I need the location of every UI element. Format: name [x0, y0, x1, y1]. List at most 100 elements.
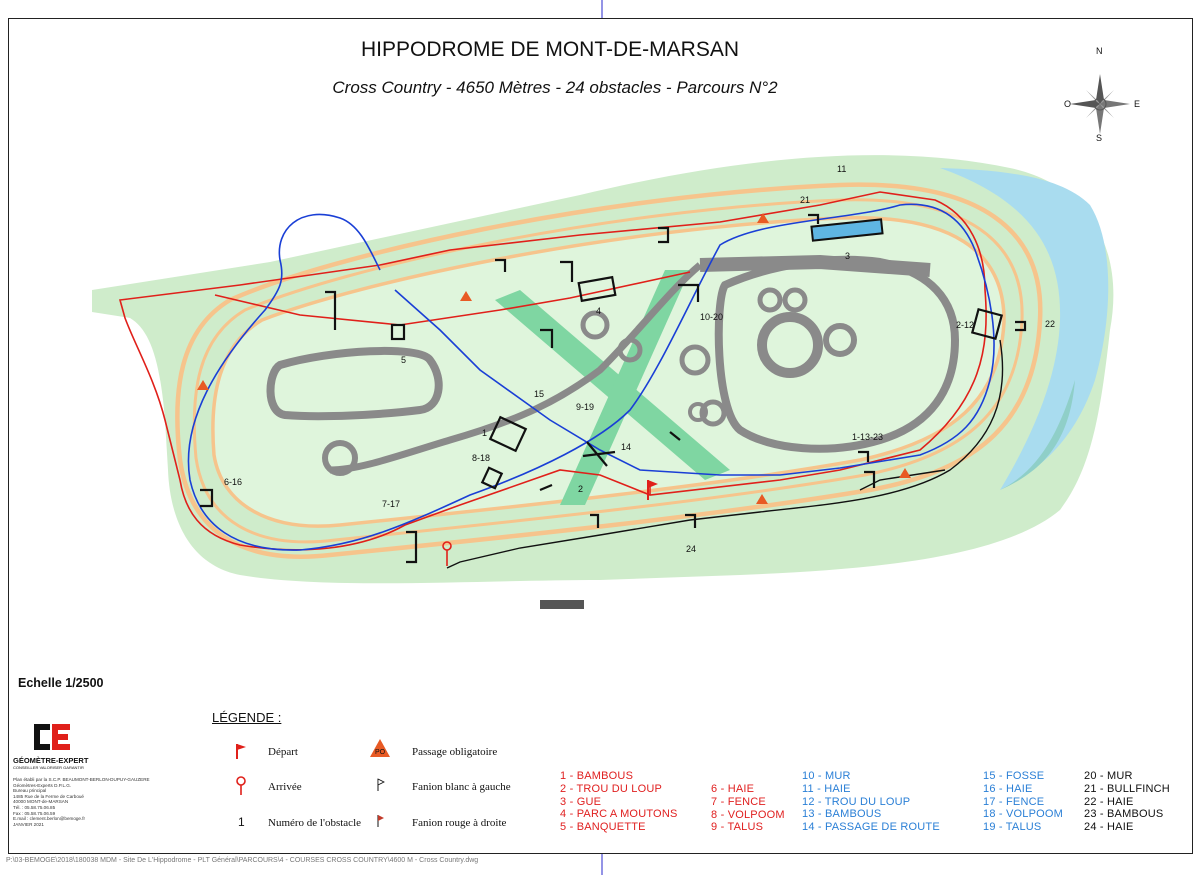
compass-west: O — [1064, 99, 1072, 109]
route-red-inner — [214, 271, 691, 326]
obstacle-item: 5 - BANQUETTE — [560, 821, 646, 834]
map-label-11: 11 — [837, 164, 846, 174]
legend-title: LÉGENDE : — [212, 710, 282, 725]
compass-rose — [1070, 74, 1130, 134]
obstacle-item: 10 - MUR — [802, 770, 851, 782]
depart-flag-icon — [236, 744, 246, 759]
obstacle-item: 9 - TALUS — [711, 821, 764, 834]
surveyor-credits: Plan établi par la S.C.P. BEAUMONT-BERLO… — [13, 777, 183, 827]
obstacle-item: 1 - BAMBOUS — [560, 770, 634, 782]
credit-line: 1485 Rue de la Ferme de Carboué — [13, 793, 84, 799]
map-label-10-20: 10-20 — [700, 312, 723, 322]
finish-marker-map — [442, 541, 452, 566]
obstacle-item: 22 - HAIE — [1084, 795, 1134, 808]
road-roundabout-5 — [679, 344, 711, 376]
credit-line: Tél. : 05.58.75.06.85 — [13, 804, 56, 810]
legend-depart: Départ — [268, 746, 298, 758]
obstacle-item: 20 - MUR — [1084, 770, 1133, 782]
map-label-22: 22 — [1045, 319, 1055, 329]
road-roundabout-2 — [823, 323, 857, 357]
passage-obligatoire-icon: PO — [370, 739, 390, 757]
credit-line: Bureau principal — [13, 788, 47, 794]
road-roundabout-8 — [580, 310, 610, 340]
red-pennant-icon — [377, 815, 384, 827]
compass-north: N — [1096, 46, 1103, 56]
obstacle-list-col2: 6 - HAIE 7 - FENCE 8 - VOLPOOM 9 - TALUS — [711, 783, 785, 834]
geometre-expert-logo — [34, 724, 70, 750]
credit-line: Fax : 05.58.75.06.59 — [13, 810, 56, 816]
map-label-1-13-23: 1-13-23 — [852, 432, 883, 442]
legend-fanion-blanc: Fanion blanc à gauche — [412, 781, 511, 793]
obstacle-list-col3: 10 - MUR 11 - HAIE 12 - TROU DU LOUP 13 … — [802, 770, 940, 834]
credit-line: JANVIER 2021 — [13, 821, 44, 827]
route-black-b — [859, 469, 946, 491]
route-black — [446, 339, 1004, 569]
road-parking — [699, 254, 931, 277]
plan-title: HIPPODROME DE MONT-DE-MARSAN — [360, 38, 740, 61]
obstacle-item: 14 - PASSAGE DE ROUTE — [802, 821, 940, 834]
map-label-24: 24 — [686, 544, 696, 554]
road-roundabout-9 — [688, 402, 708, 422]
obstacle-item: 4 - PARC A MOUTONS — [560, 808, 678, 821]
obstacle-item: 12 - TROU DU LOUP — [802, 795, 911, 808]
obstacle-item: 2 - TROU DU LOUP — [560, 782, 663, 795]
obstacle-item: 15 - FOSSE — [983, 770, 1045, 782]
obstacle-item: 8 - VOLPOOM — [711, 808, 785, 821]
map-label-9-19: 9-19 — [576, 402, 594, 412]
route-blue — [187, 203, 995, 551]
plan-subtitle: Cross Country - 4650 Mètres - 24 obstacl… — [332, 78, 778, 97]
road-roundabout-1 — [757, 312, 823, 378]
map-label-8-18: 8-18 — [472, 453, 490, 463]
map-label-6-16: 6-16 — [224, 477, 242, 487]
credit-line: Plan établi par la S.C.P. BEAUMONT-BERLO… — [13, 777, 150, 782]
white-pennant-icon — [377, 778, 385, 791]
legend-numero: Numéro de l'obstacle — [268, 817, 362, 829]
arrivee-marker-icon — [236, 776, 246, 795]
start-flag-map — [647, 480, 658, 500]
route-red — [118, 191, 987, 551]
obstacle-item: 23 - BAMBOUS — [1084, 808, 1164, 821]
obstacle-item: 21 - BULLFINCH — [1084, 782, 1170, 795]
obstacle-glyphs — [200, 213, 1027, 564]
map-label-5: 5 — [401, 355, 406, 365]
map-label-7-17: 7-17 — [382, 499, 400, 509]
obstacle-item: 11 - HAIE — [802, 782, 851, 795]
obstacle-item: 24 - HAIE — [1084, 821, 1134, 834]
credit-line: E.mail : clement.berlon@bemoge.fr — [13, 816, 86, 822]
map-label-15: 15 — [534, 389, 544, 399]
sheet-frame — [8, 18, 1193, 854]
compass-south: S — [1096, 133, 1103, 143]
legend-fanion-rouge: Fanion rouge à droite — [412, 817, 507, 829]
map-label-14: 14 — [621, 442, 631, 452]
road-roundabout-4 — [782, 287, 808, 313]
road-roundabout-6 — [699, 399, 727, 427]
obstacle-item: 13 - BAMBOUS — [802, 808, 882, 821]
road-roundabout-3 — [757, 287, 783, 313]
obstacle-list-col5: 20 - MUR 21 - BULLFINCH 22 - HAIE 23 - B… — [1084, 770, 1170, 834]
obstacle-item: 7 - FENCE — [711, 795, 766, 808]
credit-line: 40000 MONT-de-MARSAN — [13, 799, 69, 805]
lake-edge — [1000, 380, 1075, 490]
po-badge-text: PO — [375, 749, 386, 756]
road-loop-small — [322, 440, 358, 476]
credit-line: Géomètres-Experts D.P.L.G. — [13, 782, 72, 788]
obstacle-list-col1: 1 - BAMBOUS 2 - TROU DU LOUP 3 - GUE 4 -… — [560, 770, 678, 834]
trailer — [540, 600, 584, 609]
po-markers — [197, 213, 911, 504]
map-label-21: 21 — [800, 195, 810, 205]
racetrack-outer — [175, 182, 1043, 559]
water-jump-3 — [810, 218, 884, 242]
legend-passage: Passage obligatoire — [412, 746, 498, 758]
road-diagonal — [329, 262, 703, 474]
map-label-2: 2 — [578, 484, 583, 494]
road-roundabout-7 — [617, 337, 643, 363]
racetrack-mid — [192, 198, 1024, 544]
obstacle-item: 16 - HAIE — [983, 782, 1033, 795]
obstacle-list-col4: 15 - FOSSE 16 - HAIE 17 - FENCE 18 - VOL… — [983, 770, 1063, 834]
legend-arrivee: Arrivée — [268, 781, 302, 793]
obstacle-item: 19 - TALUS — [983, 821, 1042, 834]
map-label-3: 3 — [845, 251, 850, 261]
obstacle-item: 17 - FENCE — [983, 795, 1045, 808]
